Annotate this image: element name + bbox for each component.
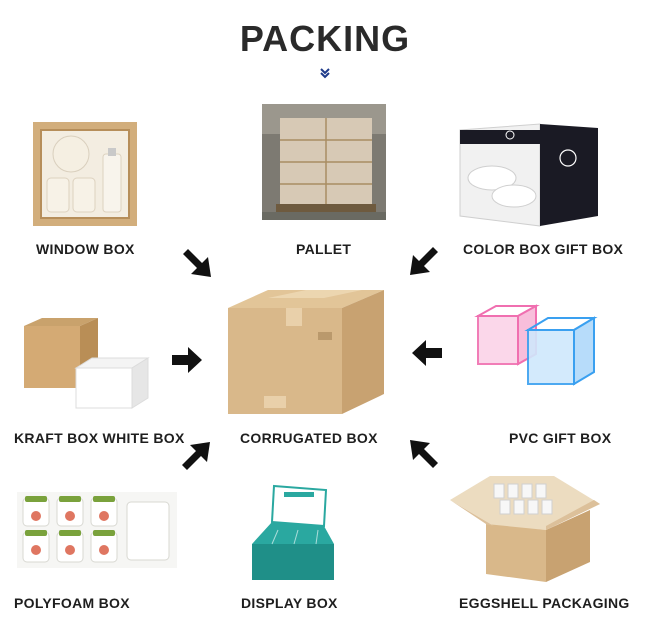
window-box-label: WINDOW BOX: [36, 241, 135, 257]
page-title: PACKING: [239, 18, 411, 59]
corrugated-box-label: CORRUGATED BOX: [240, 430, 378, 446]
color-box-gift-box-image: [458, 122, 600, 228]
window-box-image: [33, 122, 137, 226]
pallet-image: [262, 104, 386, 220]
chevron-down-icon: [320, 68, 330, 79]
pvc-gift-box-image: [474, 304, 598, 386]
pallet-label: PALLET: [296, 241, 352, 257]
corrugated-box-image: [228, 290, 384, 414]
display-box-label: DISPLAY BOX: [241, 595, 338, 611]
display-box-image: [252, 484, 334, 580]
pvc-gift-box-label: PVC GIFT BOX: [509, 430, 612, 446]
polyfoam-box-image: [17, 492, 177, 568]
polyfoam-box-label: POLYFOAM BOX: [14, 595, 130, 611]
arrow-left-icon: [412, 340, 442, 366]
kraft-box-white-box-label: KRAFT BOX WHITE BOX: [14, 430, 185, 446]
arrow-right-icon: [172, 347, 202, 373]
arrow-northwest-icon: [410, 440, 438, 468]
kraft-box-white-box-image: [24, 318, 150, 409]
arrow-northeast-icon: [182, 442, 210, 470]
eggshell-packaging-label: EGGSHELL PACKAGING: [459, 595, 630, 611]
eggshell-packaging-image: [450, 476, 600, 582]
arrow-southeast-icon: [183, 249, 211, 277]
arrow-southwest-icon: [410, 247, 438, 275]
color-box-gift-box-label: COLOR BOX GIFT BOX: [463, 241, 624, 257]
